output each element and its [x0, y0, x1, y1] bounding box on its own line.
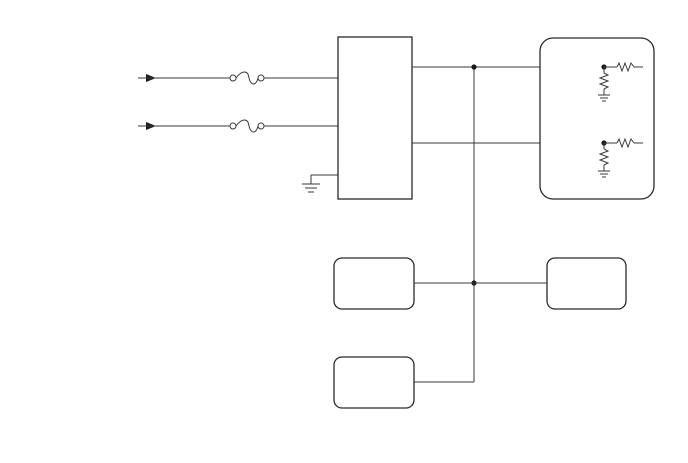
junction-dot: [471, 64, 477, 70]
input-line-1: [138, 71, 338, 85]
input-line-2: [138, 119, 338, 133]
ground-icon: [302, 183, 320, 193]
ground-icon: [598, 170, 610, 178]
resistor-icon: [616, 61, 635, 73]
ground-icon: [598, 94, 610, 102]
block-right: [546, 257, 627, 310]
resistor-icon: [598, 148, 610, 166]
block-left-upper: [333, 257, 415, 310]
resistor-icon: [598, 72, 610, 90]
resistor-icon: [616, 137, 635, 149]
channel-2: [598, 137, 643, 178]
fuse-icon: [229, 119, 265, 133]
module-group-box: [539, 37, 655, 200]
main-module-box: [337, 36, 413, 200]
fuse-icon: [229, 71, 265, 85]
channel-1: [598, 61, 643, 102]
main-ground: [302, 174, 338, 193]
block-left-lower: [333, 356, 415, 409]
